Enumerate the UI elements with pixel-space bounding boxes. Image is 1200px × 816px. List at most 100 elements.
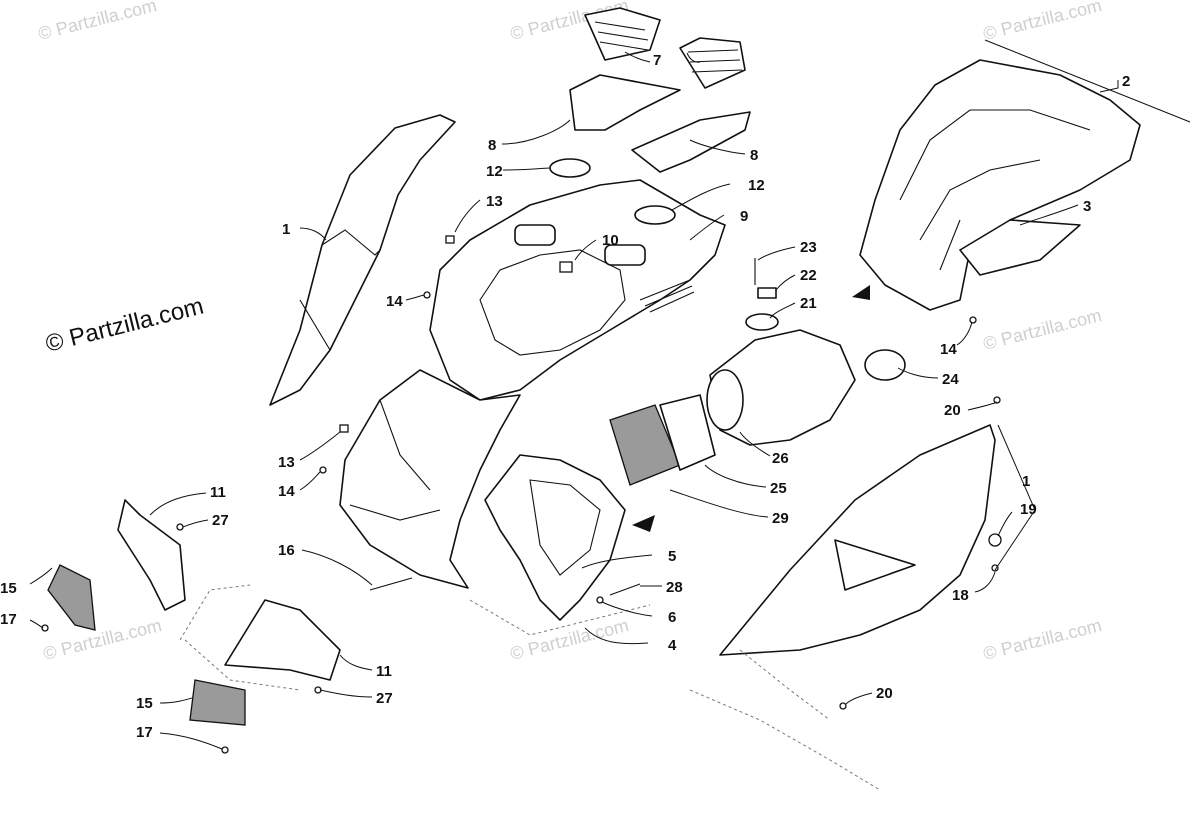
watermark: © Partzilla.com	[981, 615, 1104, 664]
grommet-19	[988, 533, 1002, 547]
callout-15-lower: 15	[136, 695, 153, 712]
callout-23: 23	[800, 239, 817, 256]
copyright-notice: © Partzilla.com	[43, 293, 206, 358]
nose-pan-contour	[349, 399, 441, 521]
callout-19: 19	[1020, 501, 1037, 518]
air-box-group-bracket	[984, 39, 1191, 123]
front-scoop-inner	[529, 479, 601, 576]
callout-20-upper: 20	[944, 402, 961, 419]
air-box-base	[959, 219, 1081, 276]
direction-arrow	[852, 285, 870, 300]
callout-20-lower: 20	[876, 685, 893, 702]
front-scoop-bracket	[469, 599, 651, 636]
callout-3: 3	[1083, 198, 1091, 215]
callout-1-left: 1	[282, 221, 290, 238]
callout-11-upper: 11	[210, 484, 226, 501]
left-side-panel-crease	[299, 229, 381, 351]
hose-clamp	[864, 349, 906, 381]
callout-6: 6	[668, 609, 676, 626]
left-lower-vent-screen	[47, 564, 96, 631]
bolt-16	[369, 577, 413, 591]
right-side-panel-vent	[834, 539, 916, 591]
duct-grommet-left	[549, 158, 591, 178]
clip-13-upper	[445, 235, 455, 244]
callout-12-right: 12	[748, 177, 765, 194]
screw-17-upper	[41, 624, 49, 632]
air-box	[859, 59, 1141, 311]
callout-27-lower: 27	[376, 690, 393, 707]
callout-10: 10	[602, 232, 619, 249]
fastener-18	[991, 564, 999, 572]
upper-vent-right-slats	[687, 49, 743, 73]
front-scoop	[484, 454, 626, 621]
bracket	[757, 287, 777, 299]
direction-arrow	[632, 515, 655, 532]
callout-13-upper: 13	[486, 193, 503, 210]
screw-14-upper	[423, 291, 431, 299]
callout-5: 5	[668, 548, 676, 565]
callout-28: 28	[666, 579, 683, 596]
callout-16: 16	[278, 542, 295, 559]
screen-frame	[659, 394, 716, 471]
center-lower-vent-screen	[189, 679, 246, 726]
watermark: © Partzilla.com	[508, 615, 631, 664]
screw-14-right	[969, 316, 977, 324]
air-box-inner-walls	[899, 109, 1091, 271]
nose-pan	[339, 369, 521, 589]
callout-26: 26	[772, 450, 789, 467]
callout-25: 25	[770, 480, 787, 497]
callout-17-lower: 17	[136, 724, 153, 741]
callout-11-lower: 11	[376, 663, 392, 680]
callout-13-lower: 13	[278, 454, 295, 471]
screw-17-lower	[221, 746, 229, 754]
callout-18: 18	[952, 587, 969, 604]
intake-duct	[709, 329, 856, 446]
right-side-panel	[719, 424, 996, 656]
clip-13-lower	[339, 424, 349, 433]
watermark: © Partzilla.com	[981, 0, 1104, 44]
callout-24: 24	[942, 371, 959, 388]
callout-14-right: 14	[940, 341, 957, 358]
vent-duct-left	[569, 74, 681, 131]
callout-21: 21	[800, 295, 817, 312]
watermark: © Partzilla.com	[41, 615, 164, 664]
callout-22: 22	[800, 267, 817, 284]
center-lower-panel	[224, 599, 341, 681]
bolt-28	[609, 583, 641, 596]
hood-vent-right	[604, 244, 646, 266]
callout-2: 2	[1122, 73, 1130, 90]
right-panel-group-bracket	[994, 424, 1036, 571]
callout-14-lower: 14	[278, 483, 295, 500]
left-side-panel	[269, 114, 456, 406]
callout-9: 9	[740, 208, 748, 225]
screw-14-lower	[319, 466, 327, 474]
watermark: © Partzilla.com	[981, 305, 1104, 354]
nut-20-upper	[993, 396, 1001, 404]
hood-vent-left	[514, 224, 556, 246]
callout-15-left: 15	[0, 580, 17, 597]
watermark: © Partzilla.com	[36, 0, 159, 44]
intake-duct-mouth	[706, 369, 744, 431]
callout-1-right: 1	[1022, 473, 1030, 490]
upper-vent-left-slats	[594, 21, 649, 51]
upper-vent-right	[679, 37, 746, 89]
upper-hood	[429, 179, 726, 401]
left-lower-panel	[117, 499, 186, 611]
callout-29: 29	[772, 510, 789, 527]
nut-27-upper	[176, 523, 184, 531]
leader-lines	[29, 51, 1119, 750]
clip-10	[559, 261, 573, 273]
nut-6	[596, 596, 604, 604]
lower-chassis	[179, 584, 301, 691]
nut-20-lower	[839, 702, 847, 710]
right-lower-body	[689, 649, 881, 791]
grommet	[745, 313, 779, 331]
upper-vent-left	[584, 7, 661, 61]
callout-7: 7	[653, 52, 661, 69]
duct-grommet-right	[634, 205, 676, 225]
callout-14-upper: 14	[386, 293, 403, 310]
hood-grille	[639, 279, 695, 313]
callout-27-upper: 27	[212, 512, 229, 529]
upper-hood-opening	[479, 249, 626, 356]
